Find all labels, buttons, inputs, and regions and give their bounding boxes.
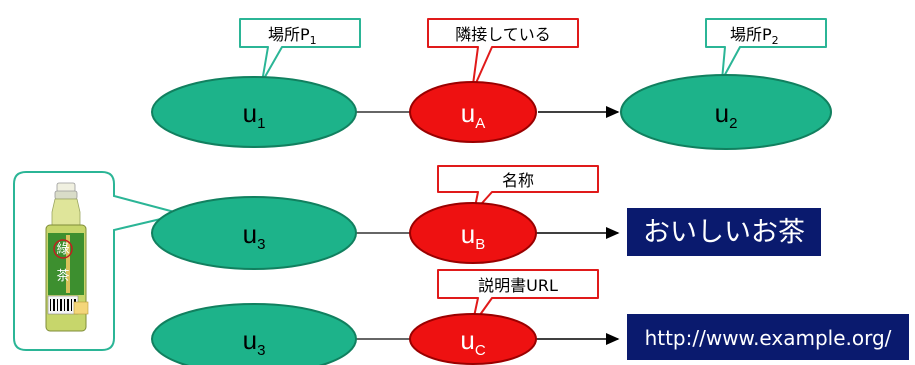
callout-manual-url: 説明書URL xyxy=(437,269,599,327)
svg-text:u2: u2 xyxy=(715,98,738,132)
svg-text:名称: 名称 xyxy=(502,171,534,190)
callout-name: 名称 xyxy=(437,165,599,213)
callout-adjacent: 隣接している xyxy=(427,18,579,93)
node-uC: uC xyxy=(409,313,537,365)
svg-text:茶: 茶 xyxy=(56,268,69,284)
node-u1: u1 xyxy=(151,76,357,148)
svg-text:uB: uB xyxy=(461,219,485,253)
svg-text:場所P1: 場所P1 xyxy=(268,25,317,47)
node-u3-row3: u3 xyxy=(151,303,357,365)
node-u2: u2 xyxy=(620,74,832,150)
image-callout xyxy=(13,171,183,351)
node-uA: uA xyxy=(409,81,537,143)
node-u3-row2: u3 xyxy=(151,196,357,270)
svg-text:u3: u3 xyxy=(243,219,266,253)
svg-text:u3: u3 xyxy=(243,325,266,359)
node-uB: uB xyxy=(409,202,537,264)
svg-text:u1: u1 xyxy=(243,98,266,132)
callout-place-p1: 場所P1 xyxy=(239,18,361,83)
callout-place-p2: 場所P2 xyxy=(705,18,827,81)
svg-text:説明書URL: 説明書URL xyxy=(478,276,558,295)
svg-text:http://www.example.org/: http://www.example.org/ xyxy=(645,326,892,350)
green-tea-bottle-icon: 綠 茶 xyxy=(45,182,89,332)
literal-url: http://www.example.org/ xyxy=(627,314,909,360)
svg-text:uC: uC xyxy=(460,325,485,359)
svg-text:おいしいお茶: おいしいお茶 xyxy=(643,217,805,248)
literal-oishii-ocha: おいしいお茶 xyxy=(627,208,821,256)
svg-text:綠: 綠 xyxy=(56,242,69,257)
svg-text:場所P2: 場所P2 xyxy=(730,25,779,47)
svg-text:uA: uA xyxy=(461,98,485,132)
svg-text:隣接している: 隣接している xyxy=(455,25,551,44)
